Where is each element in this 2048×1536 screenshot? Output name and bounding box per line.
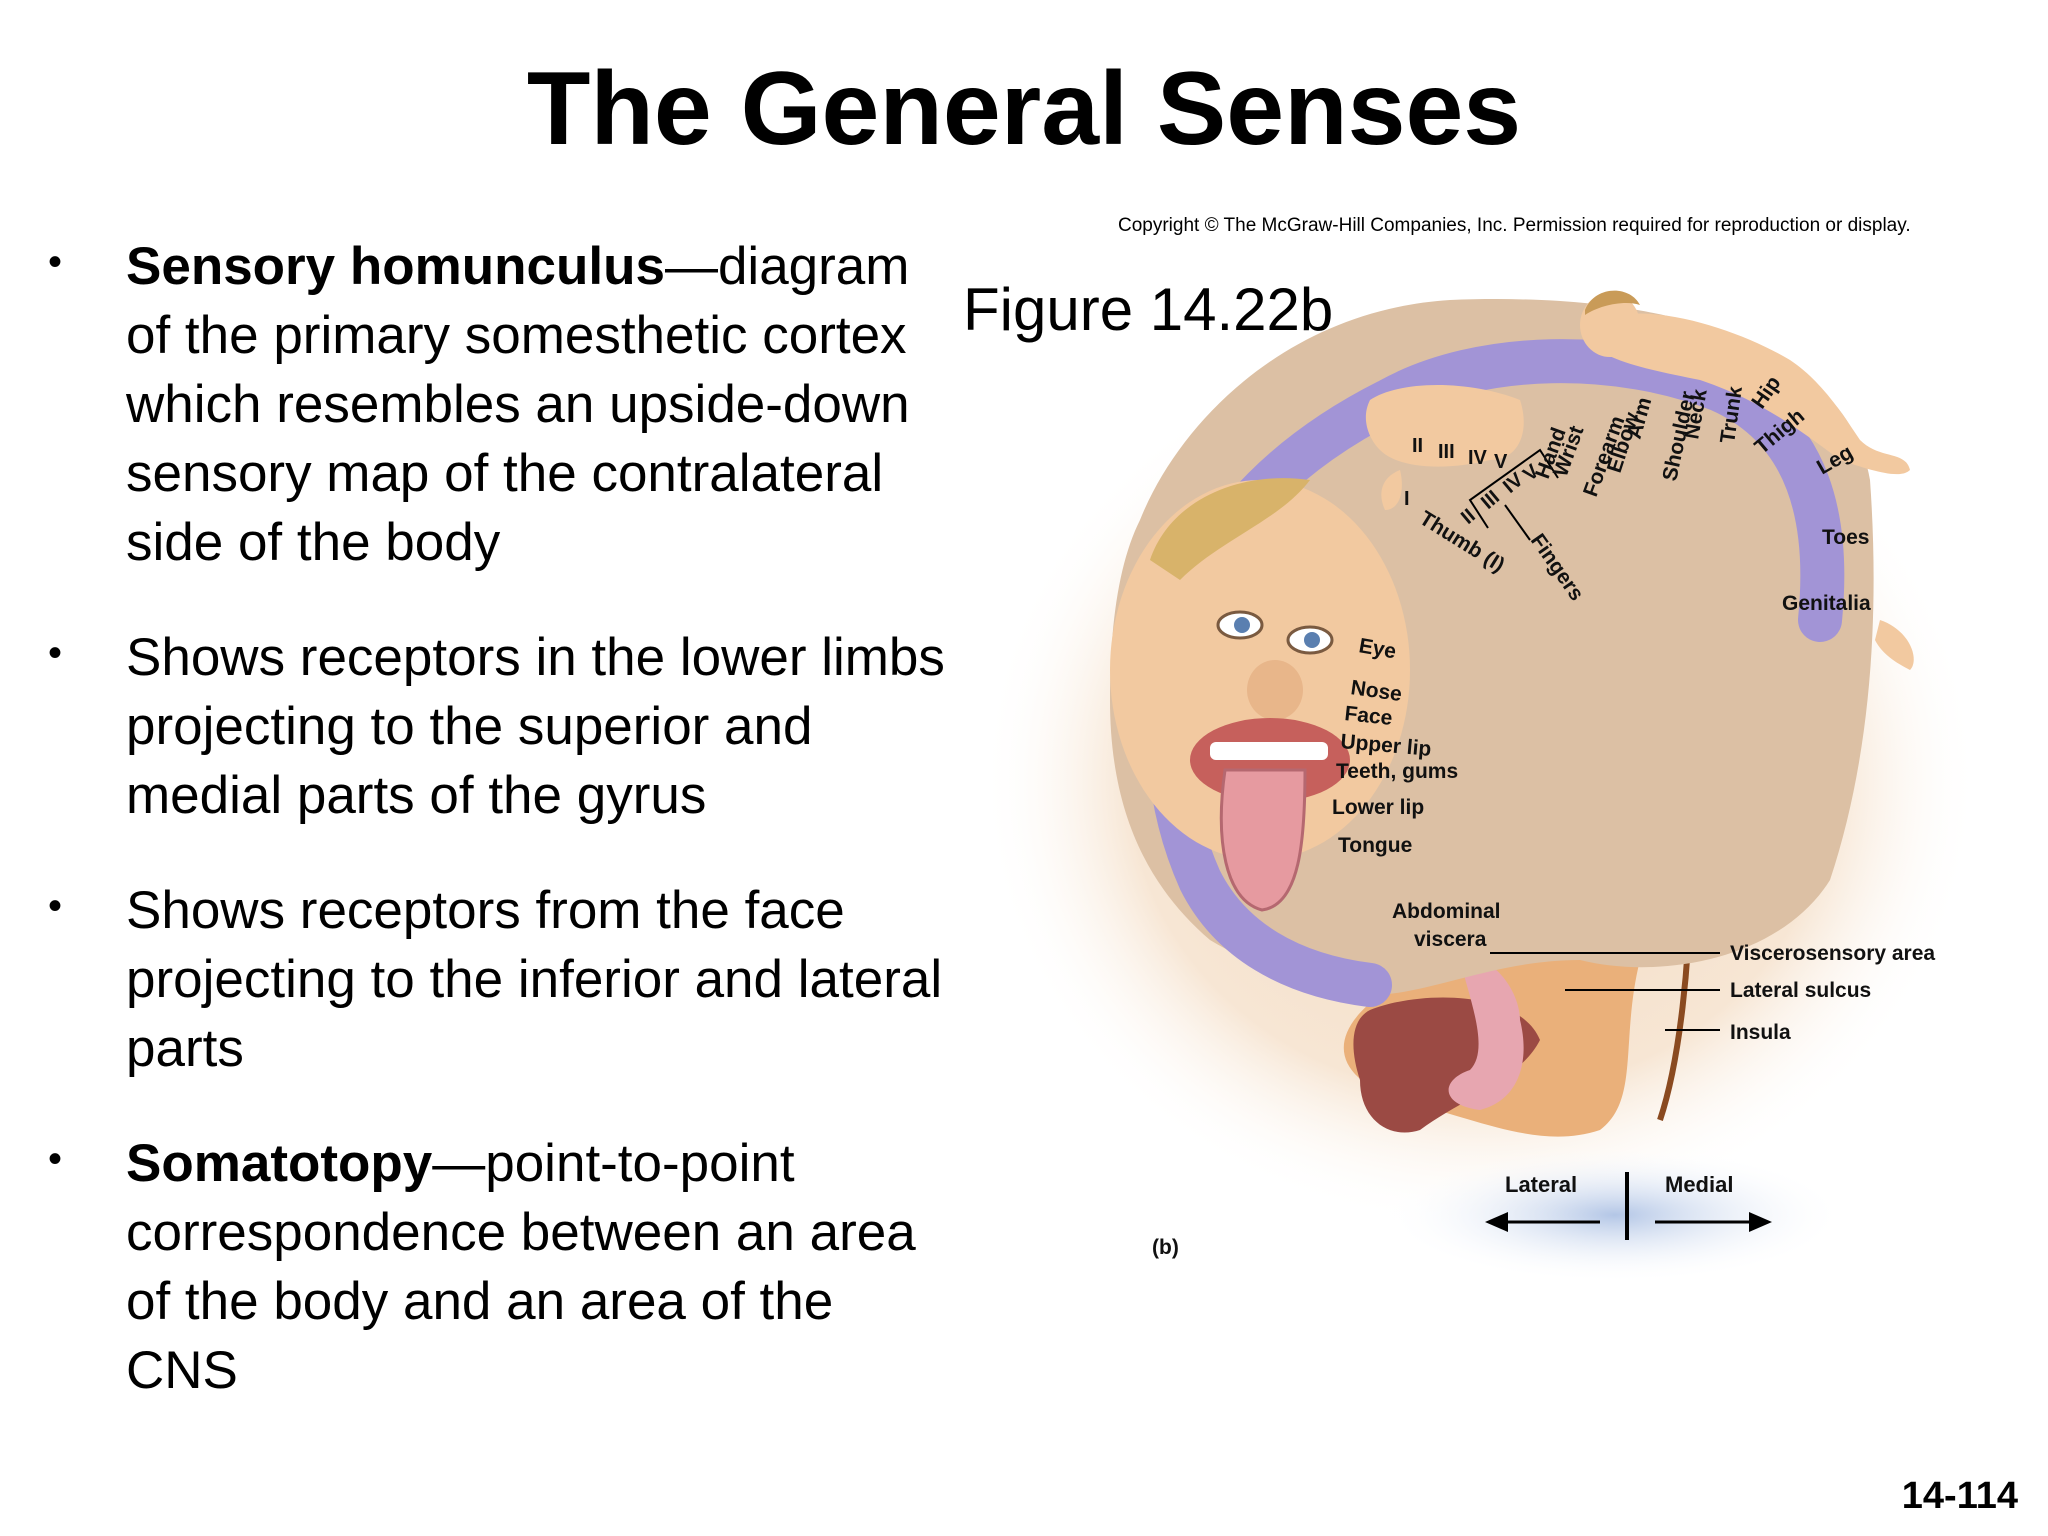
stomach — [1448, 958, 1524, 1110]
bullet-text: —diagram of the primary somesthetic cort… — [126, 237, 910, 572]
bullet-dot: • — [48, 1137, 63, 1181]
label-finger-iii-top: III — [1438, 441, 1455, 463]
bullet-text: Shows receptors in the lower limbs proje… — [126, 628, 945, 825]
fingers-leader — [1504, 504, 1531, 541]
nose — [1247, 660, 1303, 720]
postcentral-gyrus-band — [1146, 339, 1845, 1007]
copyright-notice: Copyright © The McGraw-Hill Companies, I… — [1118, 215, 1911, 236]
arrow-lateral-head — [1485, 1212, 1508, 1232]
bullet-list: • Sensory homunculus—diagram of the prim… — [48, 232, 948, 1405]
label-finger-v-top: V — [1494, 451, 1508, 473]
label-finger-iv-top: IV — [1468, 447, 1488, 469]
axis-glow — [1385, 1147, 1845, 1283]
right-iris — [1304, 632, 1320, 648]
axis-label-medial: Medial — [1665, 1172, 1733, 1197]
body-figure — [1590, 313, 1910, 475]
callout-insula: Insula — [1730, 1021, 1791, 1044]
fingers-bracket — [1468, 448, 1559, 529]
bullet-text: Shows receptors from the face projecting… — [126, 881, 943, 1078]
label-teeth-gums: Teeth, gums — [1336, 760, 1458, 783]
bullet-item: • Shows receptors from the face projecti… — [48, 876, 948, 1083]
thumb — [1381, 470, 1402, 510]
hand — [1365, 385, 1524, 467]
axis-label-lateral: Lateral — [1505, 1172, 1577, 1197]
teeth — [1210, 742, 1328, 760]
bullet-dot: • — [48, 631, 63, 675]
slide-number: 14-114 — [1901, 1475, 2018, 1517]
label-face: Face — [1343, 702, 1393, 730]
label-tongue: Tongue — [1338, 834, 1412, 857]
label-finger-ii-top: II — [1412, 435, 1423, 457]
callout-viscerosensory-area: Viscerosensory area — [1730, 942, 1935, 965]
arrow-medial-head — [1749, 1212, 1772, 1232]
bullet-text: —point-to-point correspondence between a… — [126, 1134, 916, 1400]
figure-label: Figure 14.22b — [963, 276, 1334, 343]
label-genitalia: Genitalia — [1782, 592, 1871, 615]
bullet-dot: • — [48, 884, 63, 928]
bullet-dot: • — [48, 240, 63, 284]
callout-lateral-sulcus: Lateral sulcus — [1730, 979, 1871, 1002]
panel-label: (b) — [1152, 1236, 1179, 1259]
label-toes: Toes — [1822, 526, 1869, 549]
bullet-item: • Somatotopy—point-to-point corresponden… — [48, 1129, 948, 1405]
label-thumb-numeral: I — [1404, 488, 1410, 510]
label-abdominal: Abdominal — [1392, 900, 1501, 923]
bullet-term: Somatotopy — [126, 1134, 433, 1193]
head-hair — [1585, 290, 1640, 315]
foot-figure — [1875, 620, 1914, 670]
slide-title: The General Senses — [526, 51, 1522, 167]
label-lower-lip: Lower lip — [1332, 796, 1424, 819]
bullet-term: Sensory homunculus — [126, 237, 665, 296]
label-viscera: viscera — [1414, 928, 1487, 951]
left-iris — [1234, 617, 1250, 633]
bullet-item: • Sensory homunculus—diagram of the prim… — [48, 232, 948, 577]
bullet-item: • Shows receptors in the lower limbs pro… — [48, 623, 948, 830]
tongue — [1219, 768, 1307, 912]
hair — [1150, 478, 1310, 580]
